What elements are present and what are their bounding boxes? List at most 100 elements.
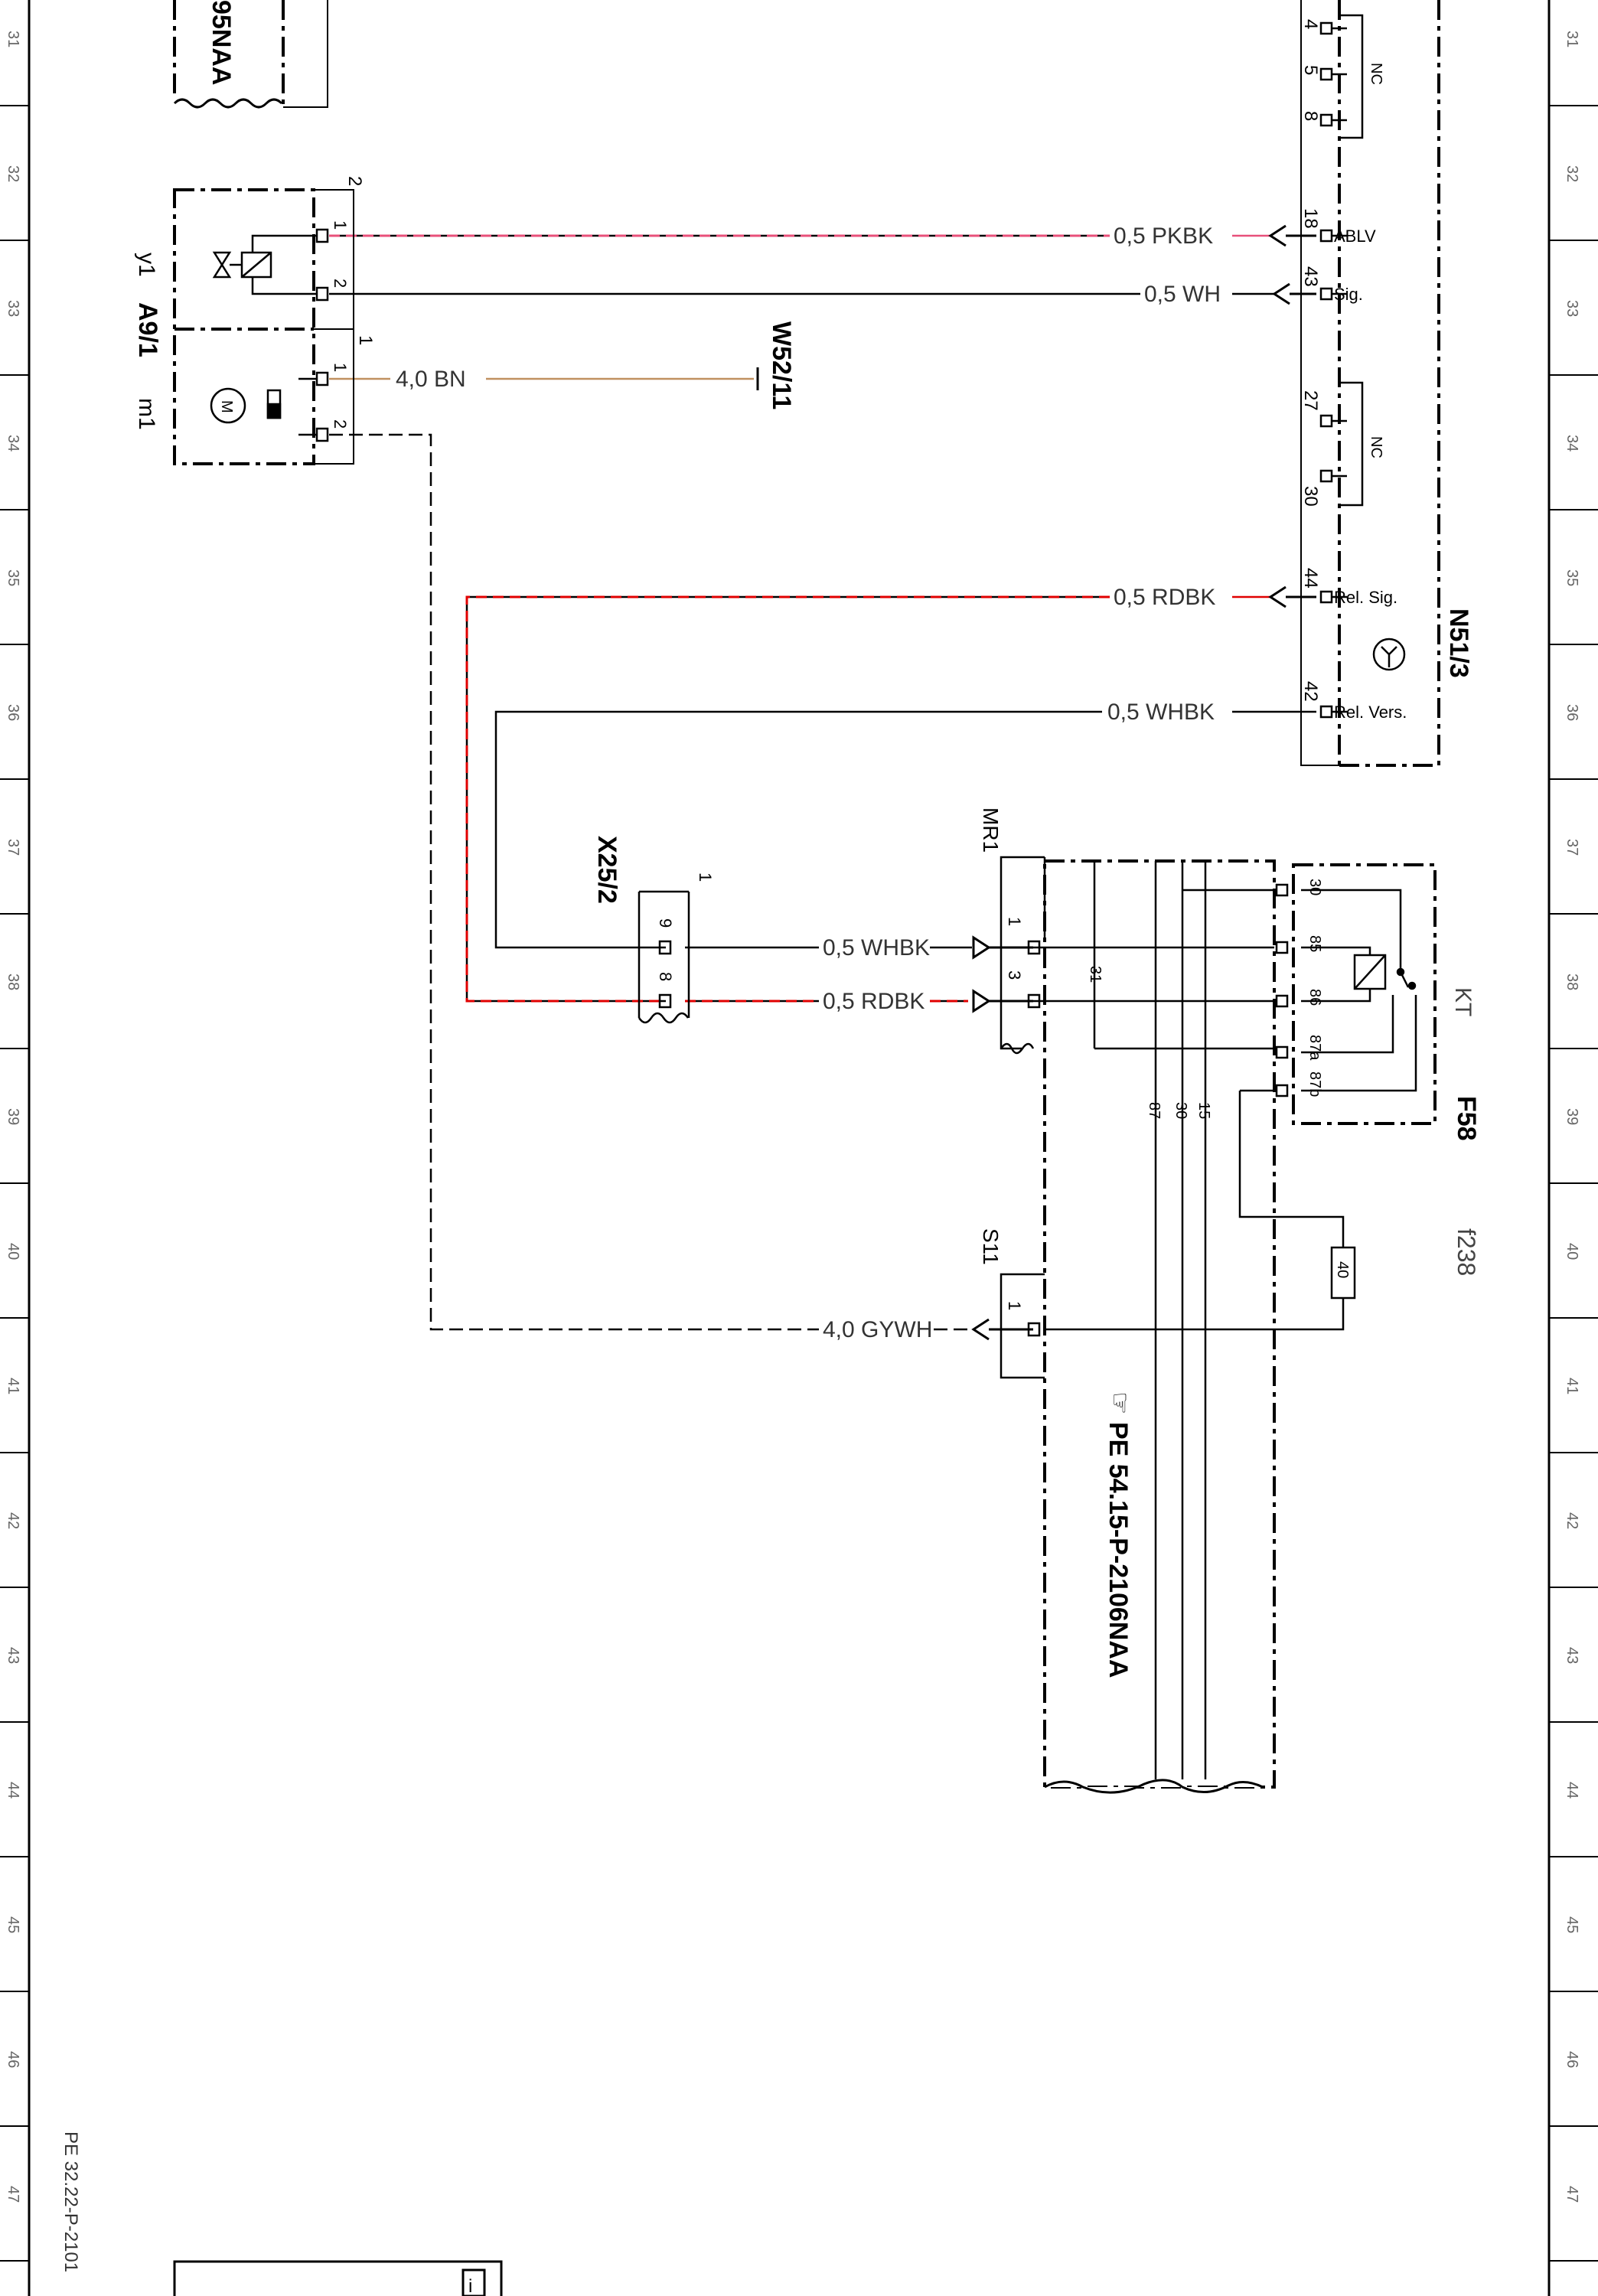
f58-pin-87b: 87b xyxy=(1306,1071,1323,1097)
pe-ref-label: PE 54.15-P-2106NAA xyxy=(1104,1422,1133,1678)
grid-row-label: 38 xyxy=(5,974,21,990)
f58-pin-86: 86 xyxy=(1306,989,1323,1006)
f238-fuse-value: 40 xyxy=(1334,1261,1351,1278)
a9-1-motor-label: m1 xyxy=(134,398,159,430)
wire-paths xyxy=(329,234,1316,1331)
n51-3-pins: 4 5 8 NC 18 43 27 30 NC 44 42 xyxy=(1300,19,1384,702)
n51-3-name-ablv: ABLV xyxy=(1334,227,1376,246)
grid-row-label: 47 xyxy=(1564,2186,1580,2203)
grid-row-label: 34 xyxy=(1564,435,1580,452)
wire-whbk-top-path xyxy=(494,710,1316,949)
mr1-connector xyxy=(1000,856,1046,1055)
x25-2-label: X25/2 xyxy=(592,836,621,904)
x25-2-component xyxy=(638,890,690,1024)
grid-row-label: 32 xyxy=(1564,165,1580,182)
n51-3-pin-8: 8 xyxy=(1300,111,1321,121)
w52-11-component: W52/11 xyxy=(756,321,796,409)
grid-row-label: 39 xyxy=(1564,1108,1580,1125)
grid-row-label: 41 xyxy=(5,1378,21,1394)
mr1-label: MR1 xyxy=(979,807,1003,853)
x25-2-header-pin: 1 xyxy=(696,872,715,882)
f58-label: F58 xyxy=(1452,1096,1481,1141)
s11-pin-1: 1 xyxy=(1005,1301,1024,1310)
solenoid-valve-icon xyxy=(212,234,317,295)
grid-row-label: 46 xyxy=(5,2051,21,2068)
wire-rdbk-top-stripe xyxy=(465,595,1110,1003)
grid-row-label: 33 xyxy=(1564,300,1580,317)
a9-1-motor-pin-2: 2 xyxy=(331,419,350,429)
pe-reference: ☞ PE 54.15-P-2106NAA xyxy=(1104,1391,1134,1678)
n51-3-name-rel-sig: Rel. Sig. xyxy=(1334,588,1397,607)
grid-row-label: 33 xyxy=(5,300,21,317)
grid-row-label: 34 xyxy=(5,435,21,452)
bus-label-31: 31 xyxy=(1087,966,1104,983)
f58-relay-label: KT xyxy=(1450,987,1476,1016)
motor-icon: M xyxy=(210,377,317,436)
n51-3-name-sig: Sig. xyxy=(1334,285,1363,304)
grid-row-label: 39 xyxy=(5,1108,21,1125)
n51-3-pin-18: 18 xyxy=(1300,208,1321,229)
grid-row-label: 37 xyxy=(1564,839,1580,856)
wire-rdbk-top-path xyxy=(465,595,1110,1003)
wire-whbk-top-label: 0,5 WHBK xyxy=(1107,700,1215,725)
wire-rdbk-top-label: 0,5 RDBK xyxy=(1114,585,1215,610)
f58-relay-block xyxy=(1275,863,1437,1125)
a9-1-label: A9/1 xyxy=(133,302,162,357)
a9-1-component: 2 1 1 2 1 2 M A9/1 y1 m1 xyxy=(133,176,376,465)
n51-3-pin-4: 4 xyxy=(1300,19,1321,29)
plug-rdbk-mid xyxy=(972,989,1033,1013)
f58-pin-85: 85 xyxy=(1306,935,1323,952)
s11-connector xyxy=(1000,1273,1045,1379)
n51-3-name-rel-vers: Rel. Vers. xyxy=(1334,703,1407,722)
bus-label-87: 87 xyxy=(1146,1102,1163,1119)
plug-whbk-mid xyxy=(972,935,1033,960)
a9-1-valve-pin-2: 2 xyxy=(331,279,350,288)
plug-gywh xyxy=(971,1318,1033,1341)
grid-row-label: 36 xyxy=(5,704,21,721)
grid-row-label: 41 xyxy=(1564,1378,1580,1394)
n51-3-pin-names: ABLV Sig. Rel. Sig. Rel. Vers. xyxy=(1334,227,1407,722)
s11-label: S11 xyxy=(979,1228,1003,1265)
grid-row-label: 43 xyxy=(5,1647,21,1664)
a9-1-valve-pins xyxy=(315,228,329,442)
grid-row-label: 37 xyxy=(5,839,21,856)
cutoff-component: 95NAA xyxy=(173,0,328,109)
mr1-pin-1: 1 xyxy=(1005,917,1024,926)
document-reference: PE 32.22-P-2101 xyxy=(60,2131,81,2272)
bus-label-15: 15 xyxy=(1195,1102,1212,1119)
n51-3-component xyxy=(1300,0,1440,767)
wire-bn-label: 4,0 BN xyxy=(396,367,466,392)
grid-row-label: 47 xyxy=(5,2186,21,2203)
wire-wh-label: 0,5 WH xyxy=(1144,282,1221,307)
grid-row-label: 42 xyxy=(1564,1512,1580,1529)
mr1-pin-3: 3 xyxy=(1005,970,1024,980)
grid-row-label: 46 xyxy=(1564,2051,1580,2068)
wire-labels: 0,5 PKBK 0,5 WH 4,0 BN 0,5 RDBK 0,5 WHBK… xyxy=(396,223,1221,1342)
plug-wh xyxy=(1272,282,1316,305)
grid-row-label: 31 xyxy=(5,31,21,47)
f58-pin-labels: 30 85 86 87a 87b xyxy=(1306,879,1323,1097)
a9-1-pin-top: 2 xyxy=(344,176,365,186)
wire-gywh-label: 4,0 GYWH xyxy=(823,1317,932,1342)
a9-1-motor-pin-1: 1 xyxy=(331,363,350,372)
grid-row-label: 32 xyxy=(5,165,21,182)
n51-3-pin-42: 42 xyxy=(1300,681,1321,702)
n51-3-pin-44: 44 xyxy=(1300,568,1321,589)
bus-label-30: 30 xyxy=(1172,1102,1189,1119)
grid-row-label: 45 xyxy=(1564,1916,1580,1933)
a9-1-pin-bottom: 1 xyxy=(355,335,376,345)
grid-row-label: 38 xyxy=(1564,974,1580,990)
a9-1-valve-pin-1: 1 xyxy=(331,220,350,230)
grid-row-label: 31 xyxy=(1564,31,1580,47)
wire-pkbk-label: 0,5 PKBK xyxy=(1114,223,1213,249)
svg-text:M: M xyxy=(218,400,235,413)
n51-3-pin-30: 30 xyxy=(1300,486,1321,507)
plug-pkbk xyxy=(1268,224,1316,247)
f238-fuse xyxy=(1274,1215,1356,1331)
n51-3-pin-27: 27 xyxy=(1300,390,1321,411)
grid-row-label: 43 xyxy=(1564,1647,1580,1664)
grid-row-label: 45 xyxy=(5,1916,21,1933)
